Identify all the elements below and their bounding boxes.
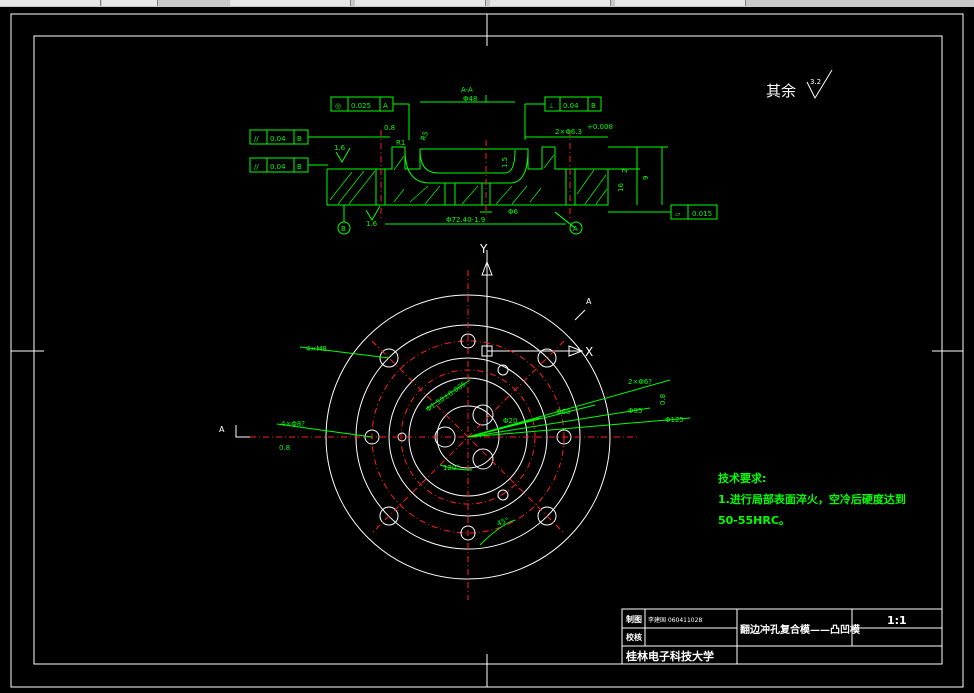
school-name: 桂林电子科技大学 bbox=[625, 649, 714, 663]
label-p2: 2×Φ6? bbox=[628, 378, 652, 386]
label-r08b: 0.8 bbox=[659, 394, 667, 405]
tech-line1: 1.进行局部表面淬火，空冷后硬度达到 bbox=[718, 492, 906, 506]
svg-text:B: B bbox=[297, 135, 302, 143]
label-p4: 4×Φ8? bbox=[281, 420, 305, 428]
tech-title: 技术要求: bbox=[718, 471, 766, 485]
svg-text://: // bbox=[254, 135, 259, 143]
drawing-scale: 1:1 bbox=[887, 614, 907, 627]
technical-requirements: 技术要求: 1.进行局部表面淬火，空冷后硬度达到 50-55HRC。 bbox=[718, 471, 906, 527]
svg-text:A: A bbox=[383, 102, 388, 110]
title-r1c1: 制图 bbox=[626, 614, 642, 624]
svg-text:B: B bbox=[297, 163, 302, 171]
label-d20: Φ20 bbox=[503, 417, 517, 425]
svg-text:A: A bbox=[573, 225, 578, 233]
part-outline bbox=[326, 146, 609, 206]
svg-text:0.04: 0.04 bbox=[270, 163, 286, 171]
dim-d6: Φ6 bbox=[508, 208, 519, 216]
toolbar-tab[interactable] bbox=[355, 0, 486, 6]
svg-text:▱: ▱ bbox=[675, 210, 681, 218]
dim-h2: 2 bbox=[621, 169, 629, 173]
svg-text:◎: ◎ bbox=[335, 102, 341, 110]
dim-hole2: 2×Φ6.3 bbox=[555, 128, 582, 136]
label-r08a: 0.8 bbox=[279, 444, 290, 452]
title-r2c1: 校核 bbox=[626, 632, 642, 642]
label-a120: 120° bbox=[443, 464, 460, 472]
axis-x-label: X bbox=[585, 345, 593, 359]
label-c1: Φ1.50±0.005 bbox=[425, 380, 468, 414]
section-mark-left: A bbox=[219, 425, 225, 434]
inner-frame bbox=[33, 35, 943, 665]
toolbar-tab[interactable] bbox=[615, 0, 746, 6]
fcf-perpendicularity: ⊥ 0.04 B bbox=[524, 96, 602, 140]
tech-line2: 50-55HRC。 bbox=[718, 514, 790, 527]
label-a45: 45° bbox=[496, 516, 510, 528]
toolbar-tab[interactable] bbox=[102, 0, 158, 6]
dim-h16: 16 bbox=[617, 183, 625, 192]
title-r1c2: 李建国 060411028 bbox=[648, 616, 702, 624]
svg-text:0.04: 0.04 bbox=[563, 102, 579, 110]
datum-b: B bbox=[337, 205, 351, 235]
datum-a: A bbox=[554, 211, 583, 235]
dim-tolerance: +0.008 bbox=[587, 123, 613, 131]
dim-d72: Φ72.40-1.9 bbox=[446, 216, 485, 224]
dim-d48: Φ48 bbox=[463, 95, 477, 103]
cad-drawing-canvas[interactable]: 其余 3.2 A-A bbox=[0, 7, 974, 693]
roughness-a: 0.8 bbox=[384, 124, 395, 132]
dim-h15a: 1.5 bbox=[501, 157, 509, 168]
axis-y-label: Y bbox=[479, 242, 488, 256]
toolbar-tab[interactable] bbox=[0, 0, 101, 6]
svg-text:B: B bbox=[591, 102, 596, 110]
svg-text:B: B bbox=[341, 225, 346, 233]
surface-note-label: 其余 bbox=[766, 82, 796, 100]
roughness-b: 1.6 bbox=[334, 144, 346, 152]
fcf-concentricity: ◎ 0.025 A bbox=[330, 96, 410, 140]
plan-view: Y X A A bbox=[219, 242, 691, 600]
dim-h9: 9 bbox=[642, 176, 650, 180]
svg-text:0.025: 0.025 bbox=[351, 102, 371, 110]
label-d60: Φ60 bbox=[556, 408, 570, 416]
dim-r1: R1 bbox=[396, 139, 405, 147]
fcf-flatness: ▱ 0.015 bbox=[608, 204, 718, 220]
section-label: A-A bbox=[461, 86, 473, 94]
svg-text://: // bbox=[254, 163, 259, 171]
svg-text:0.04: 0.04 bbox=[270, 135, 286, 143]
fcf-parallel-1: // 0.04 B bbox=[249, 129, 390, 145]
drawing-name: 翻边冲孔复合模——凸凹模 bbox=[740, 623, 861, 636]
roughness-c: 1.6 bbox=[366, 220, 378, 228]
roughness-symbol bbox=[806, 69, 833, 100]
svg-text:0.015: 0.015 bbox=[692, 210, 712, 218]
hatching bbox=[329, 154, 608, 205]
window-top-bar bbox=[0, 0, 974, 7]
section-view: A-A bbox=[249, 86, 718, 235]
label-d95: Φ95 bbox=[628, 407, 642, 415]
dim-r5: R5 bbox=[419, 130, 430, 142]
label-d125: Φ125 bbox=[665, 416, 684, 424]
label-m8: 4×M8 bbox=[306, 345, 327, 353]
toolbar-tab[interactable] bbox=[230, 0, 351, 6]
title-block: 制图 李建国 060411028 校核 翻边冲孔复合模——凸凹模 1:1 桂林电… bbox=[621, 608, 943, 665]
svg-text:⊥: ⊥ bbox=[548, 102, 554, 110]
surface-note-value: 3.2 bbox=[810, 78, 821, 86]
toolbar-tab[interactable] bbox=[490, 0, 611, 6]
section-mark-right: A bbox=[586, 297, 592, 306]
fcf-parallel-2: // 0.04 B bbox=[249, 157, 328, 173]
